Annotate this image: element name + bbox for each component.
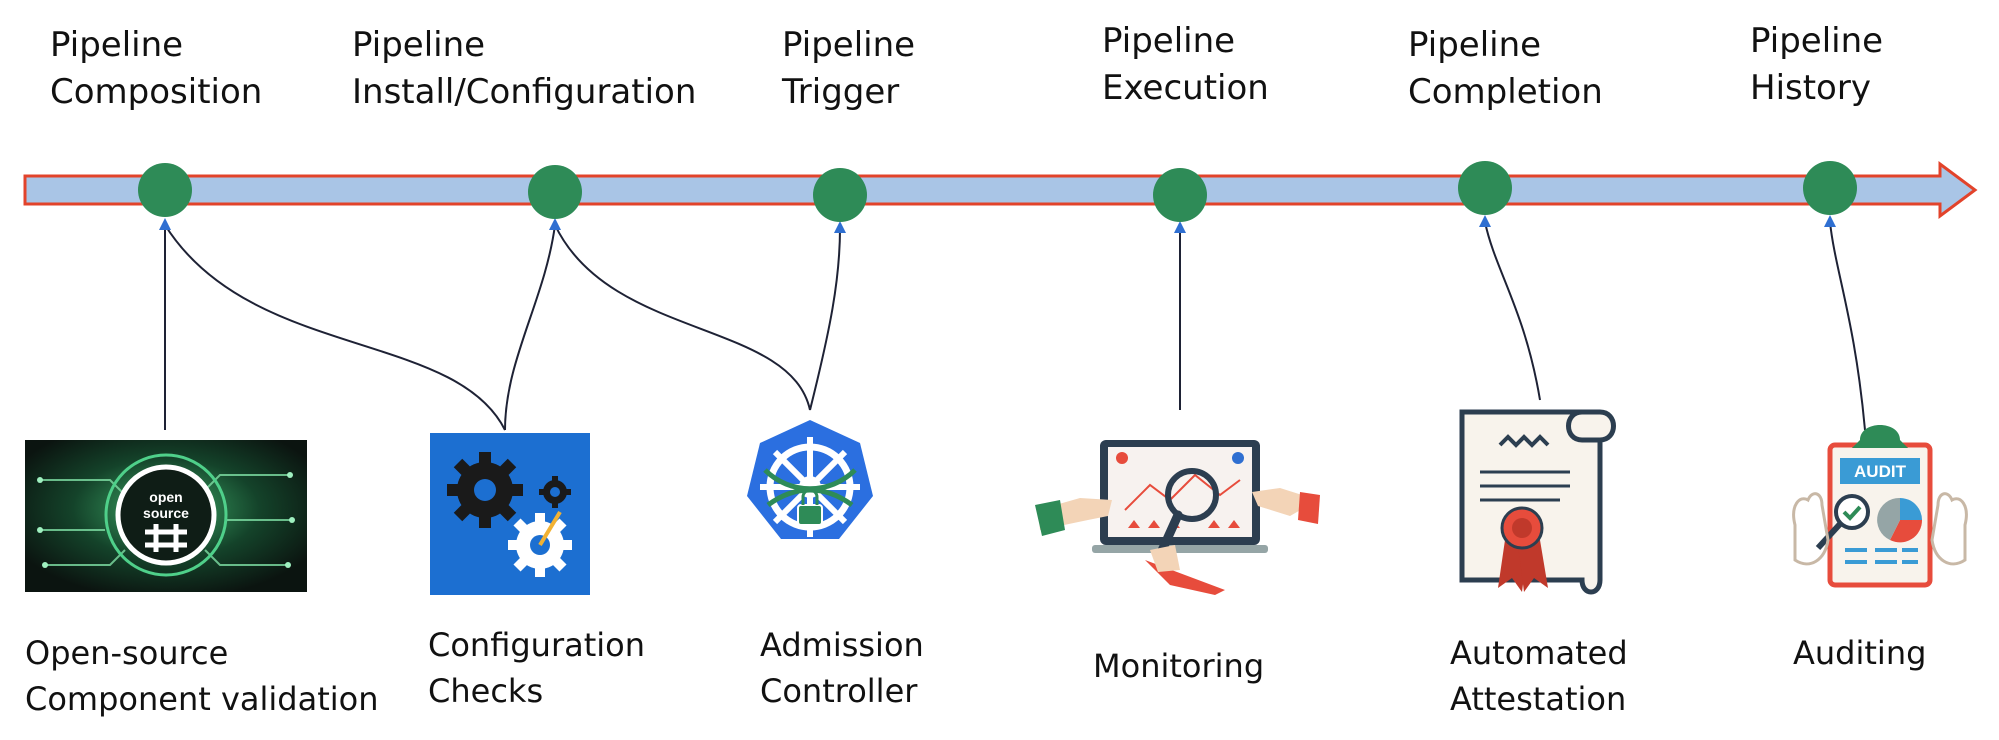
control-label-auditing: Auditing (1793, 634, 1927, 672)
milestone-execution (1153, 168, 1207, 222)
stage-title-trigger: Pipeline Trigger (782, 25, 916, 112)
milestone-completion (1458, 161, 1512, 215)
timeline-arrow (23, 161, 1978, 219)
svg-text:open: open (149, 489, 182, 505)
stage-title-execution: Pipeline Execution (1102, 21, 1269, 108)
arrowhead-install (549, 218, 561, 230)
milestone-history (1803, 161, 1857, 215)
arrowhead-trigger (834, 221, 846, 233)
milestone-install (528, 165, 582, 219)
control-label-open-source-validation: Open-source Component validation (25, 634, 379, 718)
arrowhead-history (1824, 215, 1836, 227)
open-source-icon: open source (25, 440, 307, 592)
control-label-automated-attestation: Automated Attestation (1450, 634, 1628, 718)
arrowhead-composition (159, 218, 171, 230)
connector-admission-to-trigger (809, 227, 841, 411)
connector-admission-to-install (554, 224, 811, 411)
connector-checks-to-install (504, 224, 556, 431)
connector-auditing (1829, 221, 1866, 431)
stage-title-install-configuration: Pipeline Install/Configuration (352, 25, 697, 112)
monitoring-magnifier-icon (1035, 440, 1320, 595)
stage-title-completion: Pipeline Completion (1408, 25, 1603, 112)
arrowhead-completion (1479, 215, 1491, 227)
audit-clipboard-icon: AUDIT (1792, 425, 1968, 588)
control-label-configuration-checks: Configuration Checks (428, 626, 646, 710)
connector-checks-to-composition (164, 224, 506, 431)
certificate-icon (1459, 409, 1616, 595)
svg-text:source: source (143, 505, 189, 521)
connector-attestation (1484, 221, 1541, 401)
milestone-trigger (813, 168, 867, 222)
stage-title-history: Pipeline History (1750, 21, 1884, 108)
gears-icon (430, 433, 590, 595)
stage-title-composition: Pipeline Composition (50, 25, 263, 112)
milestone-composition (138, 163, 192, 217)
arrowhead-execution (1174, 221, 1186, 233)
kubernetes-helm-lock-icon (747, 420, 873, 539)
svg-text:AUDIT: AUDIT (1854, 462, 1907, 481)
control-label-admission-controller: Admission Controller (760, 626, 924, 710)
control-label-monitoring: Monitoring (1093, 647, 1265, 685)
